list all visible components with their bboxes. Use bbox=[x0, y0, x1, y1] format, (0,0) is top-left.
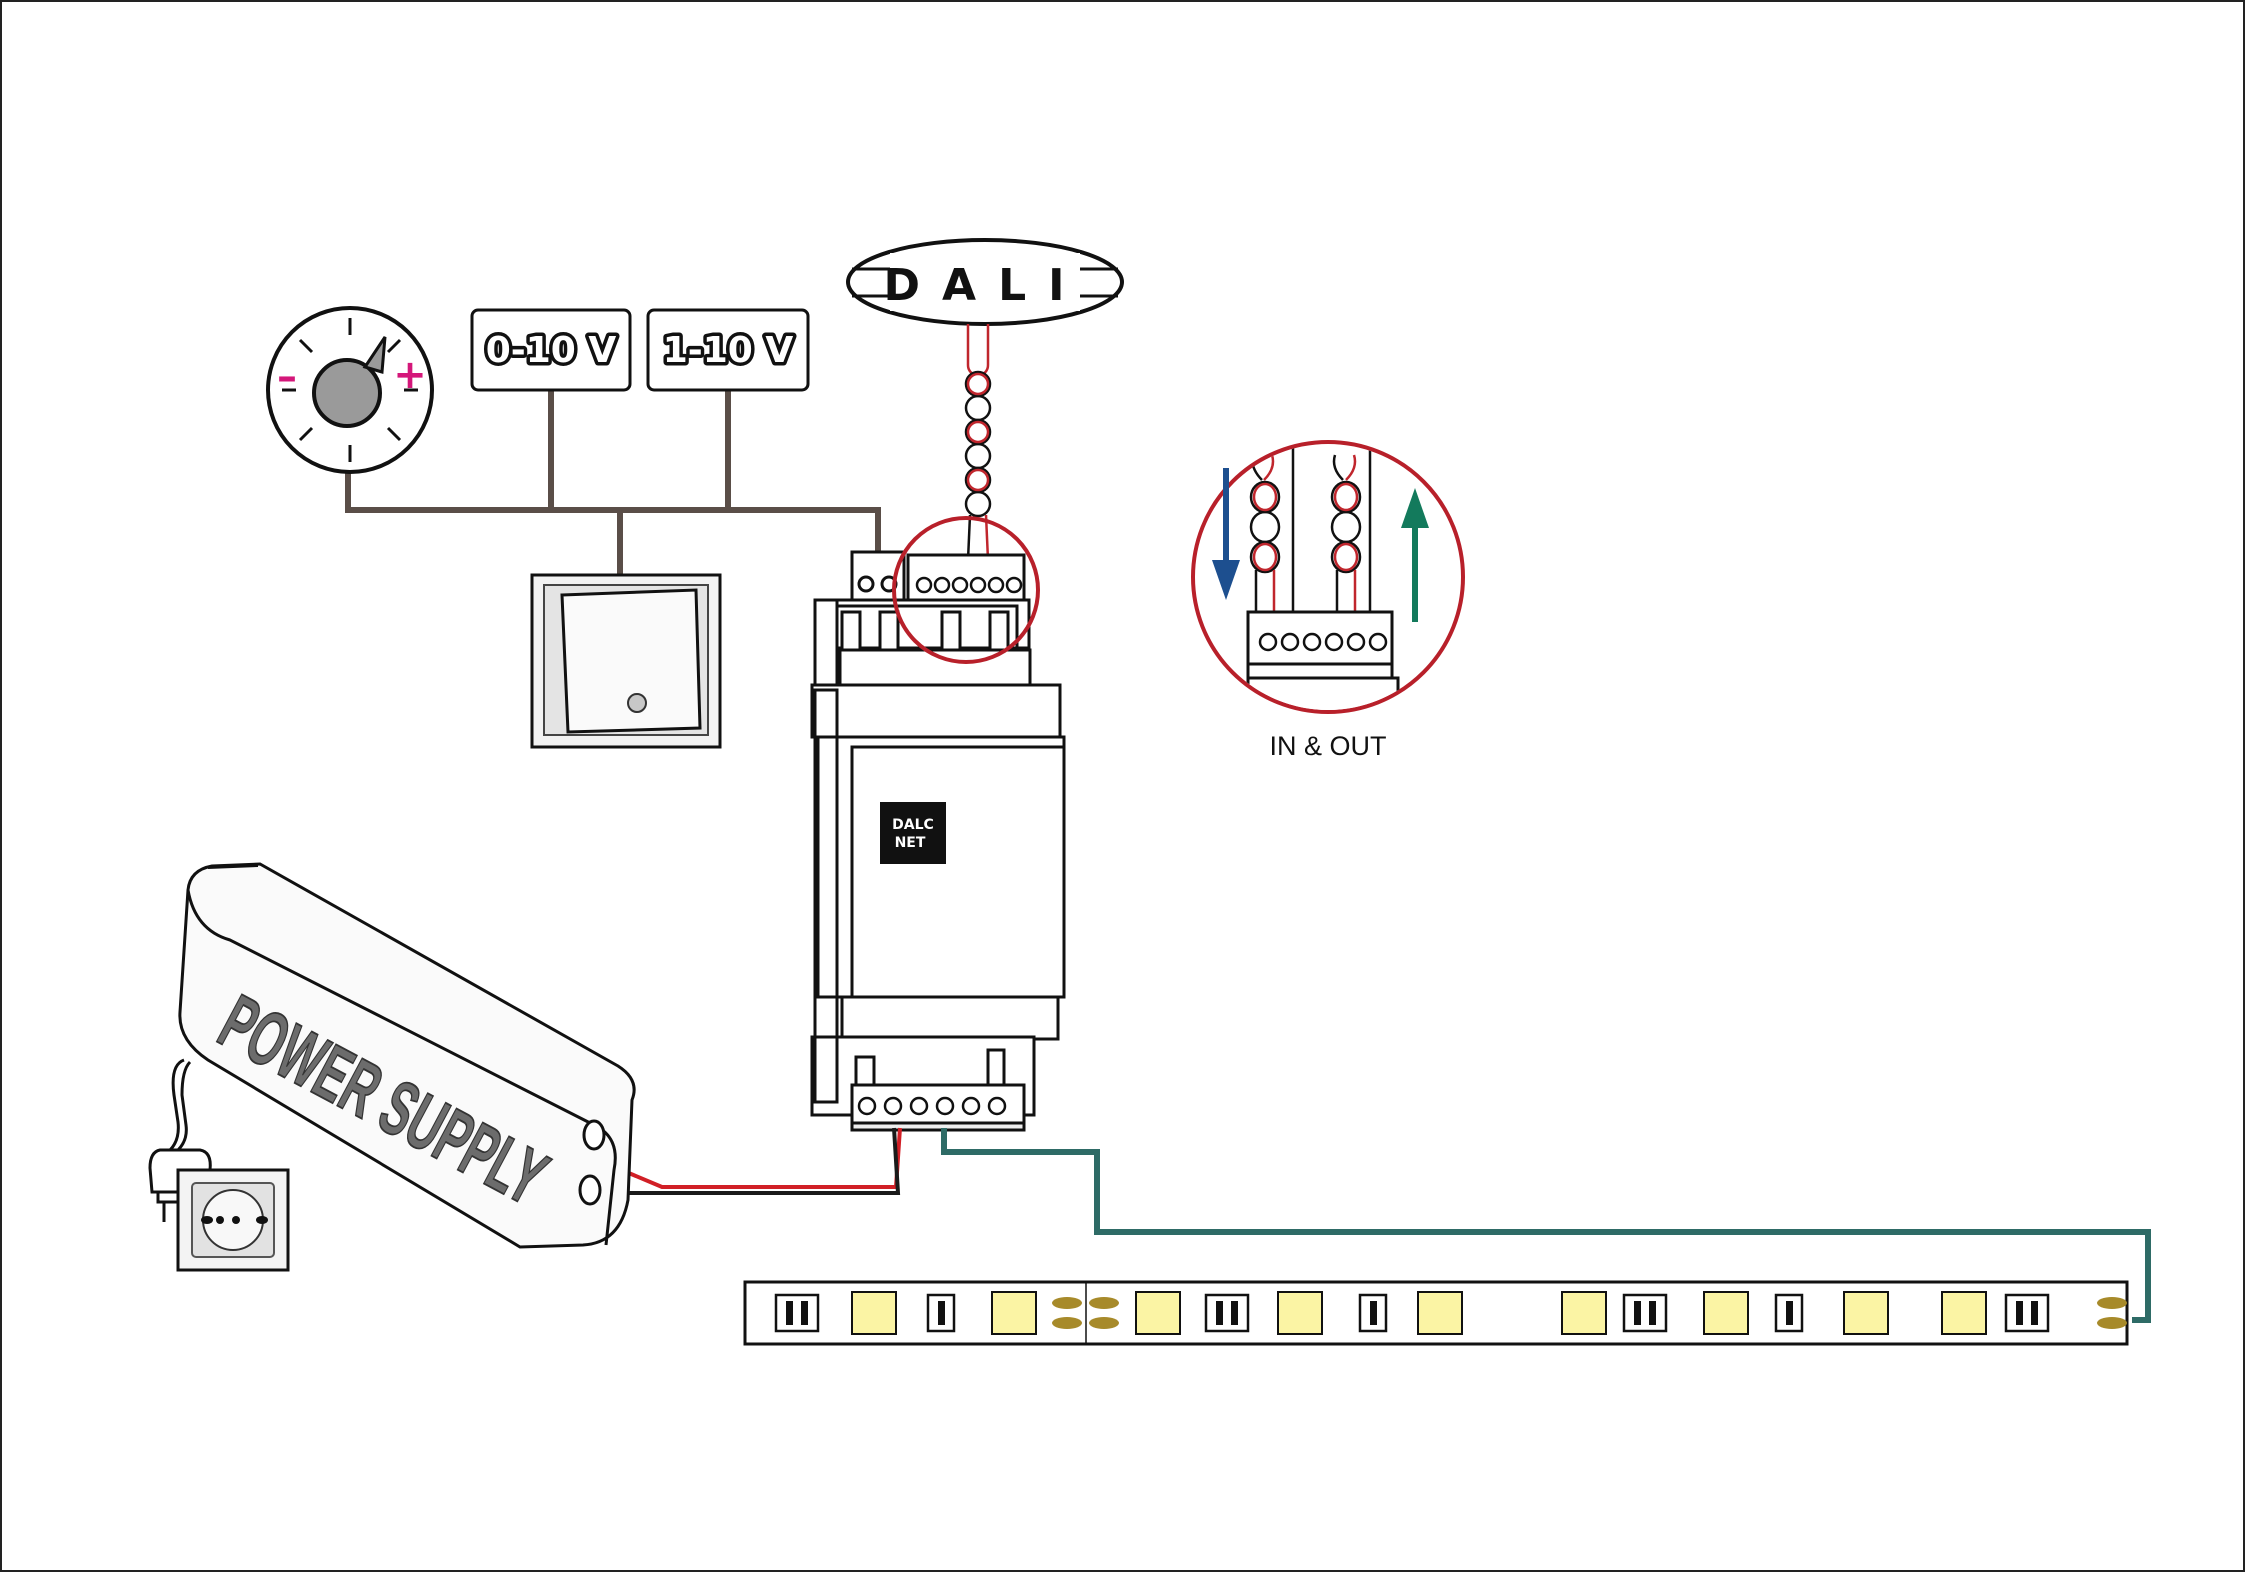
led-chip bbox=[851, 1291, 897, 1335]
solder-pad bbox=[2097, 1317, 2127, 1329]
signal-0-10-label-fill: 0-10 V bbox=[486, 330, 617, 371]
resistor-pair bbox=[1622, 1293, 1668, 1333]
inset-caption: IN & OUT bbox=[1269, 731, 1386, 761]
resistor bbox=[1358, 1293, 1388, 1333]
led-chip bbox=[1703, 1291, 1749, 1335]
dali-terminal-highlight bbox=[892, 516, 1040, 664]
signal-1-10-label: 1-10 V bbox=[663, 330, 794, 371]
controller-logo-line2: NET bbox=[895, 835, 926, 851]
led-chip bbox=[1561, 1291, 1607, 1335]
wall-socket-icon bbox=[176, 1168, 290, 1272]
dali-badge: DALI bbox=[846, 238, 1124, 326]
arrow-up-icon bbox=[1401, 488, 1429, 622]
led-chip bbox=[1941, 1291, 1987, 1335]
dali-label: DALI bbox=[884, 260, 1087, 311]
dimmer-plus-label: + bbox=[393, 352, 427, 398]
resistor-pair bbox=[774, 1293, 820, 1333]
control-wiring bbox=[345, 390, 881, 575]
push-switch-icon bbox=[530, 573, 722, 749]
signal-box-1-10: 1-10 V 1-10 V bbox=[646, 308, 810, 392]
solder-pad bbox=[1052, 1297, 1082, 1309]
solder-pad bbox=[1089, 1297, 1119, 1309]
led-chip bbox=[991, 1291, 1037, 1335]
resistor bbox=[1774, 1293, 1804, 1333]
led-chip bbox=[1135, 1291, 1181, 1335]
controller-logo-line1: DALC bbox=[892, 817, 934, 833]
led-strip bbox=[743, 1280, 2129, 1346]
arrow-down-icon bbox=[1212, 468, 1240, 600]
signal-1-10-label-fill: 1-10 V bbox=[663, 330, 794, 371]
led-chip bbox=[1843, 1291, 1889, 1335]
rotary-dimmer-icon: – + bbox=[266, 306, 434, 474]
solder-pad bbox=[2097, 1297, 2127, 1309]
output-wire bbox=[941, 1128, 2151, 1323]
led-chip bbox=[1417, 1291, 1463, 1335]
dali-bus-wire bbox=[964, 324, 992, 561]
dalcnet-controller: DALC NET bbox=[810, 550, 1066, 1132]
resistor-pair bbox=[1204, 1293, 1250, 1333]
resistor bbox=[926, 1293, 956, 1333]
solder-pad bbox=[1052, 1317, 1082, 1329]
led-chip bbox=[1277, 1291, 1323, 1335]
controller-logo bbox=[880, 802, 946, 864]
solder-pad bbox=[1089, 1317, 1119, 1329]
signal-box-0-10: 0-10 V 0-10 V bbox=[470, 308, 632, 392]
signal-0-10-label: 0-10 V bbox=[486, 330, 617, 371]
dimmer-minus-label: – bbox=[277, 354, 297, 400]
resistor-pair bbox=[2004, 1293, 2050, 1333]
